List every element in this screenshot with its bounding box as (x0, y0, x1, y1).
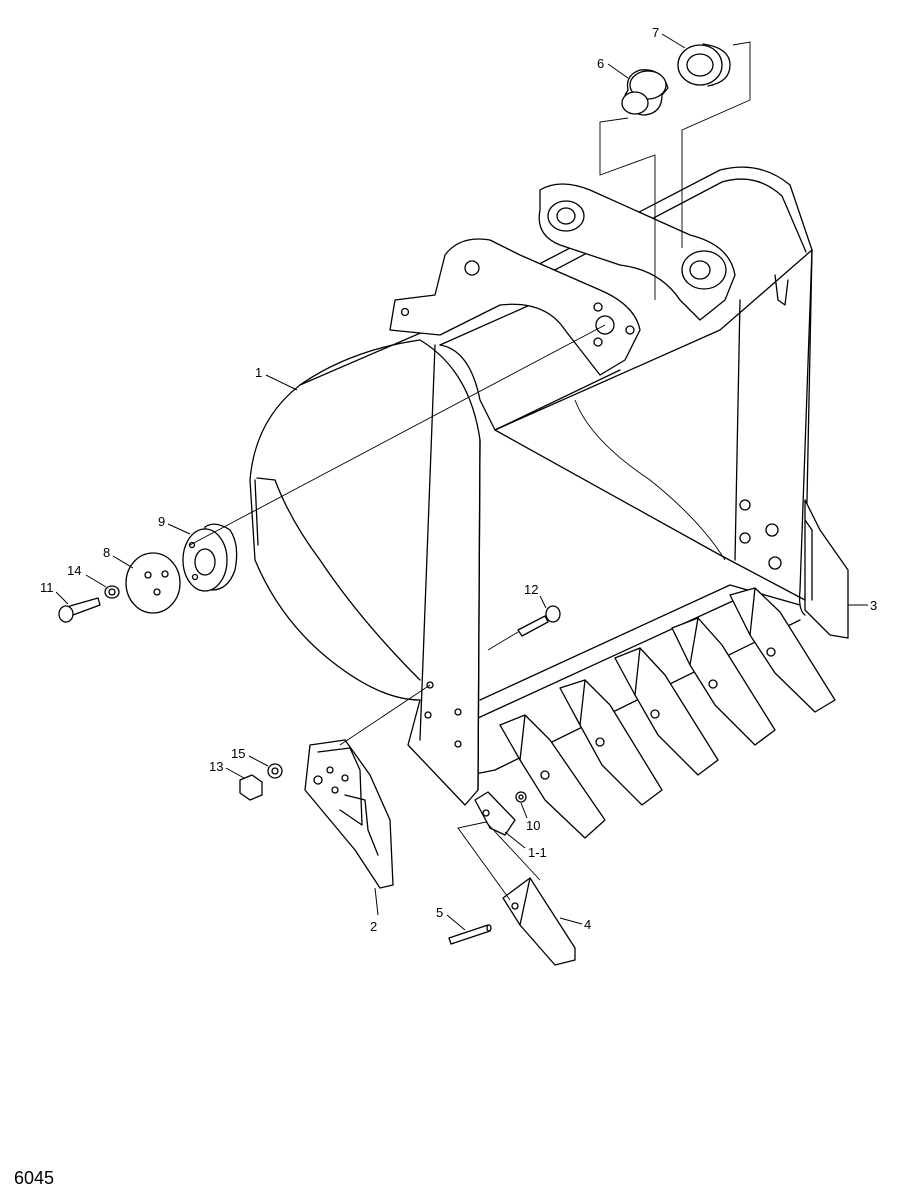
callout-15: 15 (231, 746, 245, 761)
callout-4: 4 (584, 917, 591, 932)
callout-6: 6 (597, 56, 604, 71)
callout-1-1: 1-1 (528, 845, 547, 860)
callout-13: 13 (209, 759, 223, 774)
washer-14 (104, 585, 120, 599)
callout-11: 11 (40, 580, 54, 595)
tooth (729, 587, 836, 713)
tooth-point (502, 877, 576, 966)
callout-8: 8 (103, 545, 110, 560)
bolt-11 (58, 597, 101, 623)
callout-2: 2 (370, 919, 377, 934)
tooth (614, 647, 719, 776)
callout-1: 1 (255, 365, 262, 380)
bushing-7 (677, 43, 731, 87)
side-shroud (304, 739, 394, 889)
assembly-lines (189, 41, 751, 901)
tooth (499, 714, 606, 839)
callout-5: 5 (436, 905, 443, 920)
washer-15 (267, 763, 283, 779)
callouts: 1 1-1 2 3 4 5 6 7 8 9 10 11 12 13 14 15 (40, 25, 877, 934)
callout-3: 3 (870, 598, 877, 613)
shim-9 (182, 523, 238, 592)
tooth (671, 617, 776, 746)
teeth-row (474, 587, 836, 839)
side-cutter-right (804, 499, 849, 639)
callout-10: 10 (526, 818, 540, 833)
corner-adapter (474, 791, 516, 836)
callout-9: 9 (158, 514, 165, 529)
tooth-pin (448, 924, 492, 945)
callout-14: 14 (67, 563, 81, 578)
callout-7: 7 (652, 25, 659, 40)
nut-13 (239, 774, 263, 801)
bushing-6 (621, 69, 669, 116)
bolt-12 (517, 605, 561, 637)
bucket-body (249, 166, 813, 806)
callout-12: 12 (524, 582, 538, 597)
plate-8 (125, 552, 181, 614)
drawing-number: 6045 (14, 1168, 55, 1188)
tooth (559, 679, 663, 806)
